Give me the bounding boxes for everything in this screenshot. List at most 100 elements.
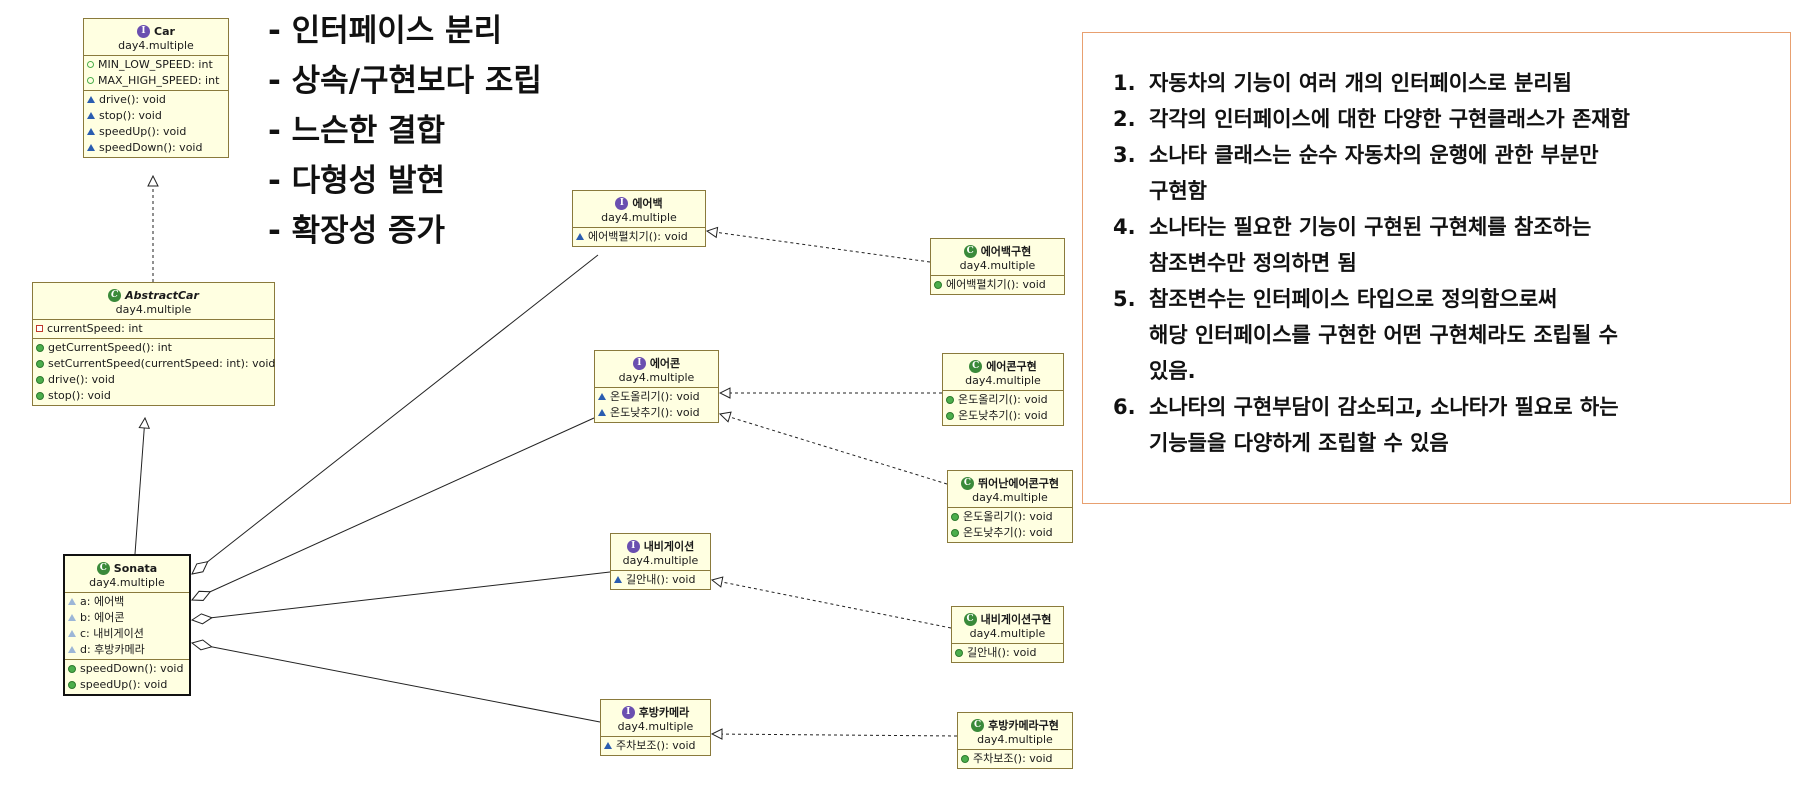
method-row[interactable]: drive(): void — [87, 92, 225, 108]
package-visibility-icon — [614, 576, 622, 583]
method-row[interactable]: 온도낮추기(): void — [951, 525, 1069, 541]
field-row[interactable]: c: 내비게이션 — [68, 626, 186, 642]
principle-item: - 확장성 증가 — [268, 213, 446, 249]
public-visibility-icon — [951, 528, 959, 537]
method-row[interactable]: 온도올리기(): void — [946, 392, 1060, 408]
package-name: day4.multiple — [89, 575, 165, 589]
method-row[interactable]: 에어백펼치기(): void — [934, 277, 1061, 293]
interface-icon: I — [621, 706, 635, 719]
public-visibility-icon — [951, 512, 959, 521]
class-name: 후방카메라구현 — [988, 718, 1059, 732]
package-visibility-icon — [604, 742, 612, 749]
public-visibility-icon — [68, 680, 76, 689]
method-row[interactable]: setCurrentSpeed(currentSpeed: int): void — [36, 356, 275, 372]
realization-edge-naviimpl-navi — [712, 580, 952, 629]
class-name: Car — [154, 24, 175, 38]
method-row[interactable]: stop(): void — [36, 388, 271, 404]
principle-item: - 인터페이스 분리 — [268, 13, 503, 49]
interface-icon: I — [626, 540, 640, 553]
method-row[interactable]: speedUp(): void — [87, 124, 225, 140]
field-row[interactable]: currentSpeed: int — [36, 321, 271, 337]
class-name: 뛰어난에어콘구현 — [978, 476, 1059, 490]
realization-edge-airconimpl2-aircon — [720, 414, 948, 485]
public-visibility-icon — [36, 343, 44, 352]
method-row[interactable]: getCurrentSpeed(): int — [36, 340, 271, 356]
public-visibility-icon — [961, 754, 969, 763]
public-visibility-icon — [36, 359, 44, 368]
method-row[interactable]: 길안내(): void — [614, 572, 707, 588]
method-row[interactable]: speedDown(): void — [68, 661, 186, 677]
class-icon: C — [961, 477, 975, 490]
method-row[interactable]: 길안내(): void — [955, 645, 1060, 661]
package-visibility-icon — [68, 614, 76, 621]
method-row[interactable]: 온도올리기(): void — [598, 389, 715, 405]
class-name: 후방카메라 — [638, 705, 690, 719]
public-visibility-icon — [946, 395, 954, 404]
method-row[interactable]: speedDown(): void — [87, 140, 225, 156]
note-item: 3.소나타 클래스는 순수 자동차의 운행에 관한 부분만 구현함 — [1113, 143, 1599, 203]
method-row[interactable]: 에어백펼치기(): void — [576, 229, 702, 245]
package-visibility-icon — [87, 96, 95, 103]
design-principles-list: - 인터페이스 분리 - 상속/구현보다 조립 - 느슨한 결합 - 다형성 발… — [268, 6, 542, 256]
method-row[interactable]: 주차보조(): void — [961, 751, 1069, 767]
class-name: 내비게이션구현 — [980, 612, 1052, 626]
public-static-icon — [87, 61, 94, 68]
package-name: day4.multiple — [618, 370, 695, 384]
method-row[interactable]: drive(): void — [36, 372, 271, 388]
field-row[interactable]: d: 후방카메라 — [68, 642, 186, 658]
package-name: day4.multiple — [965, 373, 1041, 387]
field-row[interactable]: MIN_LOW_SPEED: int — [87, 57, 225, 73]
package-visibility-icon — [598, 409, 606, 416]
aggregation-edge-sonata-rearcam — [192, 643, 601, 723]
package-name: day4.multiple — [969, 626, 1046, 640]
interface-icon: I — [615, 197, 629, 210]
field-row[interactable]: b: 에어콘 — [68, 610, 186, 626]
method-row[interactable]: speedUp(): void — [68, 677, 186, 693]
class-name: 에어콘구현 — [986, 359, 1037, 373]
principle-item: - 느슨한 결합 — [268, 113, 446, 149]
note-item: 5.참조변수는 인터페이스 타입으로 정의함으로써 해당 인터페이스를 구현한 … — [1113, 287, 1618, 383]
method-row[interactable]: 온도낮추기(): void — [598, 405, 715, 421]
method-row[interactable]: 주차보조(): void — [604, 738, 707, 754]
class-name: 에어콘 — [649, 356, 681, 370]
principle-item: - 다형성 발현 — [268, 163, 446, 199]
public-visibility-icon — [934, 280, 942, 289]
note-item: 1.자동차의 기능이 여러 개의 인터페이스로 분리됨 — [1113, 71, 1572, 95]
interface-icon: I — [137, 25, 151, 38]
method-row[interactable]: stop(): void — [87, 108, 225, 124]
class-name: Sonata — [113, 561, 158, 575]
realization-edge-airbagimpl-airbag — [707, 231, 931, 263]
public-visibility-icon — [946, 411, 954, 420]
class-icon: C — [96, 562, 110, 575]
package-name: day4.multiple — [622, 553, 699, 567]
field-row[interactable]: a: 에어백 — [68, 594, 186, 610]
note-item: 2.각각의 인터페이스에 대한 다양한 구현클래스가 존재함 — [1113, 107, 1630, 131]
method-row[interactable]: 온도올리기(): void — [951, 509, 1069, 525]
private-visibility-icon — [36, 325, 43, 332]
package-visibility-icon — [87, 128, 95, 135]
aggregation-edge-sonata-navi — [192, 571, 611, 620]
package-visibility-icon — [68, 598, 76, 605]
field-row[interactable]: MAX_HIGH_SPEED: int — [87, 73, 225, 89]
package-name: day4.multiple — [617, 719, 694, 733]
package-name: day4.multiple — [959, 258, 1036, 272]
realization-edge-rearcamimpl-rearcam — [712, 734, 958, 736]
explanation-panel: 1.자동차의 기능이 여러 개의 인터페이스로 분리됨 2.각각의 인터페이스에… — [1082, 32, 1791, 504]
package-visibility-icon — [68, 630, 76, 637]
class-icon: C — [971, 719, 985, 732]
method-row[interactable]: 온도낮추기(): void — [946, 408, 1060, 424]
aggregation-edge-sonata-airbag — [192, 254, 599, 574]
class-icon: C — [963, 613, 977, 626]
